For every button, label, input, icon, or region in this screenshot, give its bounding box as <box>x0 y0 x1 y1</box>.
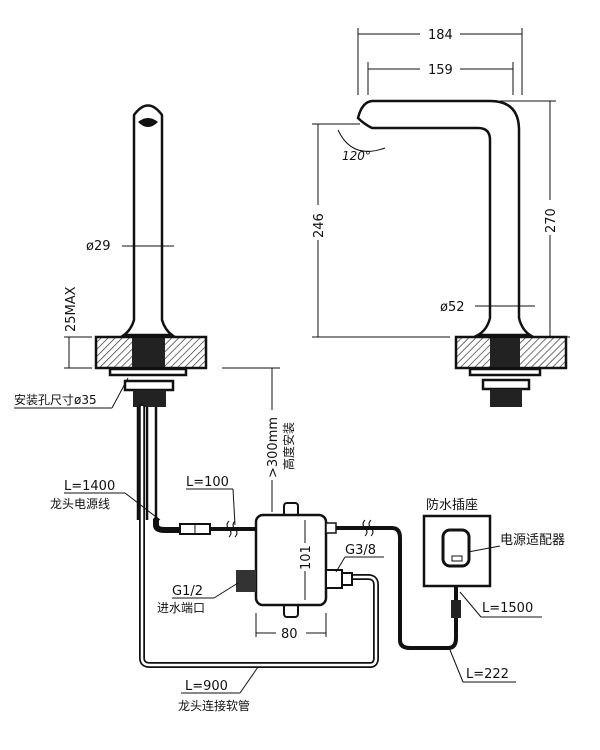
label-short-cable-length: L=100 <box>186 475 229 490</box>
dim-spout-angle: 120° <box>342 149 371 163</box>
label-inlet-thread: G1/2 <box>172 584 203 599</box>
dim-mount-height: >300mm <box>266 417 281 478</box>
label-inlet-name: 进水端口 <box>157 601 205 615</box>
dim-outer-reach: 184 <box>428 28 453 43</box>
left-faucet-front-view: ø29 25MAX 安装孔尺寸ø35 <box>14 104 208 520</box>
dim-box-height: 101 <box>299 545 314 570</box>
control-box: 101 80 <box>236 502 353 642</box>
mount-height-dimension: >300mm 高度安装 <box>222 367 296 512</box>
callouts: L=1400 龙头电源线 L=100 G1/2 进水端口 G3/8 L=900 … <box>50 475 542 713</box>
label-hose-length: L=900 <box>185 679 228 694</box>
dim-box-width: 80 <box>281 627 298 642</box>
label-socket: 防水插座 <box>426 497 478 513</box>
label-outlet-thread: G3/8 <box>345 543 376 558</box>
dim-left-diameter: ø29 <box>86 239 111 254</box>
dim-inner-reach: 159 <box>428 63 453 78</box>
waterproof-socket: 防水插座 电源适配器 <box>422 497 565 588</box>
label-faucet-cable-name: 龙头电源线 <box>50 497 110 511</box>
dim-right-diameter: ø52 <box>440 300 465 315</box>
sensor-window-icon <box>138 118 158 127</box>
dim-spout-height: 246 <box>312 213 327 238</box>
dim-deck-thickness: 25MAX <box>64 286 79 332</box>
label-adapter: 电源适配器 <box>500 533 565 548</box>
right-faucet-side-view: 184 159 120° 246 270 ø52 <box>312 28 570 407</box>
hose-and-cables <box>139 404 461 668</box>
label-adapter-cable-length: L=1500 <box>482 601 533 616</box>
dim-mount-height-note: 高度安装 <box>281 422 296 470</box>
label-install-hole: 安装孔尺寸ø35 <box>14 392 97 407</box>
label-faucet-cable-length: L=1400 <box>64 479 115 494</box>
label-box-cable-length: L=222 <box>466 667 509 682</box>
dim-total-height: 270 <box>544 208 559 233</box>
label-hose-name: 龙头连接软管 <box>178 698 250 713</box>
